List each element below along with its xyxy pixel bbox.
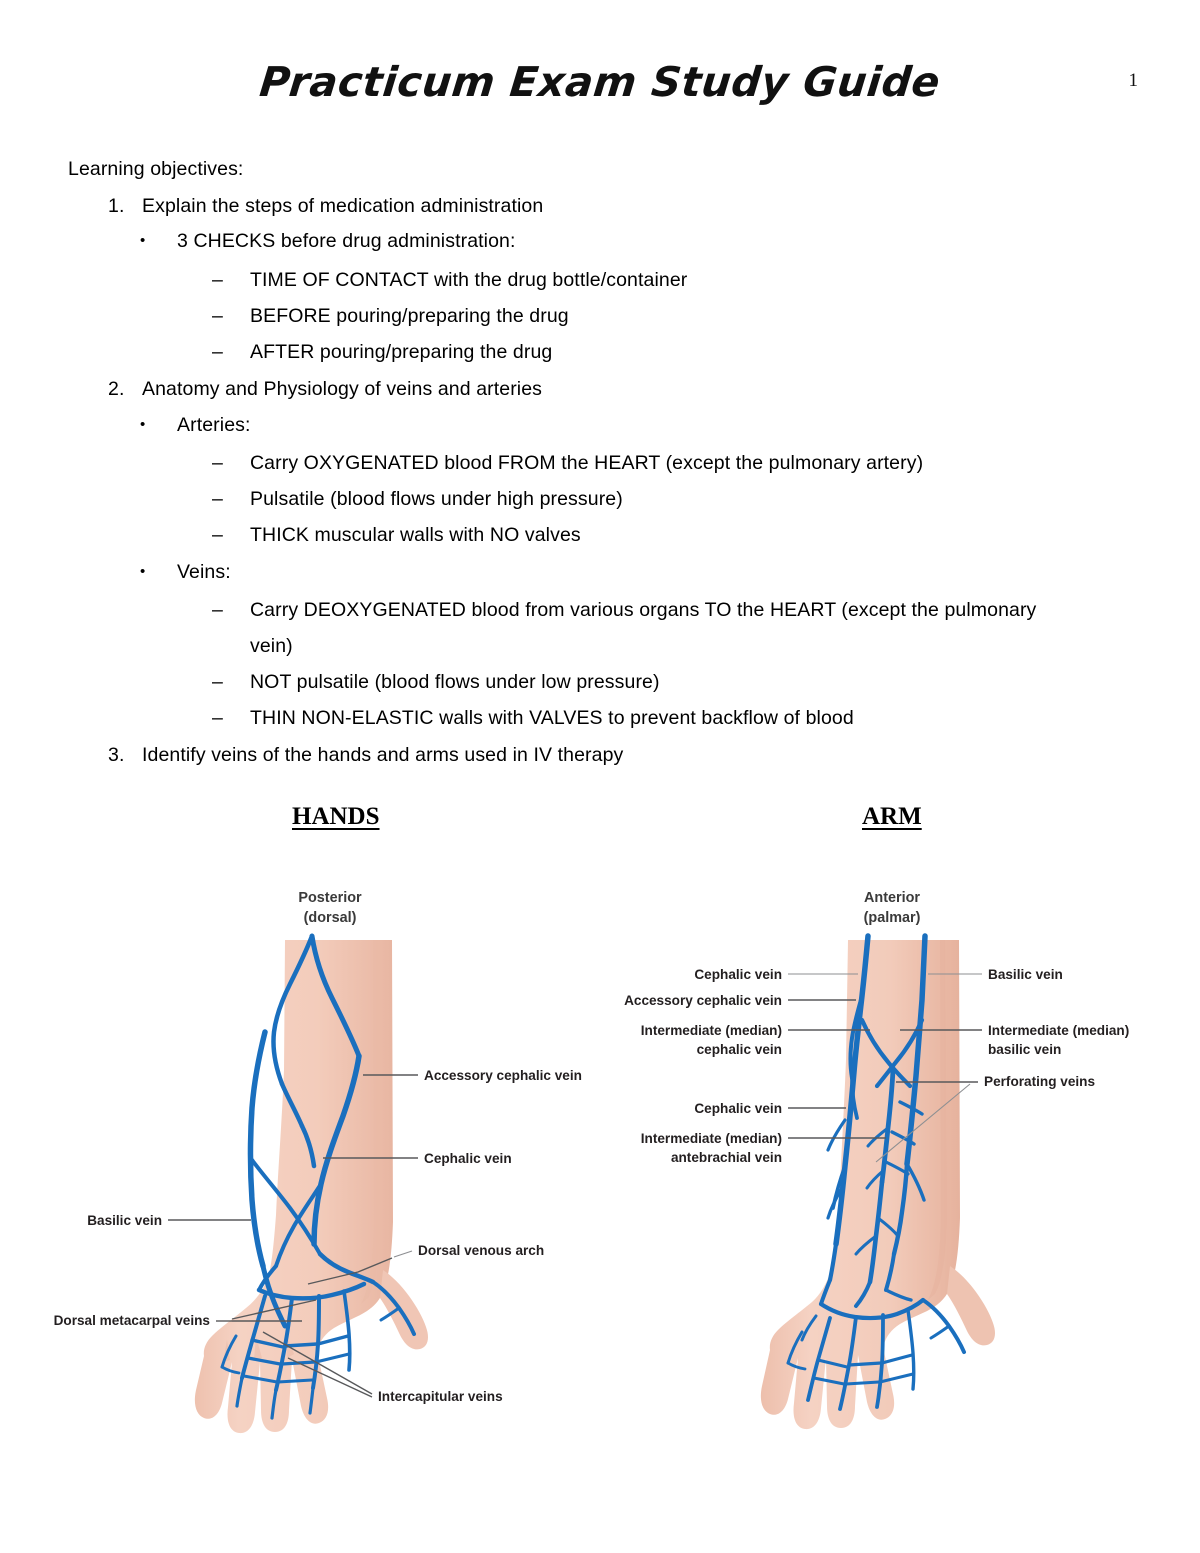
outline-text: AFTER pouring/preparing the drug [250,341,553,363]
label-intermediate-cephalic-line2: cephalic vein [697,1042,782,1057]
outline-item-1-1-3: – AFTER pouring/preparing the drug [212,341,552,364]
forearm-hand-shape [194,940,428,1434]
label-accessory-cephalic-vein: Accessory cephalic vein [424,1068,582,1083]
list-marker: – [212,341,223,363]
view-label-line2: (palmar) [864,910,921,926]
outline-text: THICK muscular walls with NO valves [250,524,581,546]
label-dorsal-venous-arch: Dorsal venous arch [418,1243,544,1258]
outline-text: BEFORE pouring/preparing the drug [250,305,569,327]
label-intercapitular-veins: Intercapitular veins [378,1389,503,1404]
label-accessory-cephalic-vein: Accessory cephalic vein [624,993,782,1008]
label-cephalic-vein-upper: Cephalic vein [694,967,782,982]
annotation-accessory-cephalic: Accessory cephalic vein [624,993,856,1008]
outline-text: 3 CHECKS before drug administration: [177,230,516,252]
label-dorsal-metacarpal-veins: Dorsal metacarpal veins [54,1313,210,1328]
diagram-hands-posterior: Posterior (dorsal) [20,870,640,1440]
outline-text: Arteries: [177,414,251,436]
vein-network [220,933,416,1420]
outline-text: Identify veins of the hands and arms use… [142,744,624,766]
annotation-intermediate-cephalic: Intermediate (median) cephalic vein [641,1023,870,1057]
outline-item-1-1-1: – TIME OF CONTACT with the drug bottle/co… [212,269,687,292]
label-intermediate-antebrachial-line1: Intermediate (median) [641,1131,782,1146]
list-marker: • [140,232,146,249]
list-marker: – [212,269,223,291]
annotation-cephalic-upper: Cephalic vein [694,967,858,982]
annotation-accessory-cephalic: Accessory cephalic vein [363,1068,582,1083]
diagram-arm-anterior: Anterior (palmar) [600,870,1200,1440]
list-marker: • [140,563,146,580]
outline-item-1-1-2: – BEFORE pouring/preparing the drug [212,305,569,328]
outline-item-2-2-1: – Carry DEOXYGENATED blood from various o… [212,599,1036,622]
annotation-intermediate-antebrachial: Intermediate (median) antebrachial vein [641,1131,886,1165]
list-marker: – [212,671,223,693]
outline-item-2-2-1-cont: vein) [250,635,293,657]
outline-item-1: 1. Explain the steps of medication admini… [108,195,543,218]
figure-heading-hands: HANDS [292,803,380,830]
list-marker: – [212,488,223,510]
list-marker: – [212,707,223,729]
view-label-line1: Posterior [298,890,362,906]
view-label-line2: (dorsal) [304,910,357,926]
annotation-perforating: Perforating veins [875,1074,1095,1163]
outline-text: NOT pulsatile (blood flows under low pre… [250,671,660,693]
annotation-basilic: Basilic vein [87,1213,251,1228]
label-basilic-vein: Basilic vein [988,967,1063,982]
list-marker: – [212,305,223,327]
list-marker: – [212,524,223,546]
outline-text: THIN NON-ELASTIC walls with VALVES to pr… [250,707,854,729]
view-label-line1: Anterior [864,890,920,906]
outline-text: Carry DEOXYGENATED blood from various or… [250,599,1037,621]
outline-item-2-2: • Veins: [140,561,231,584]
outline-item-2-2-2: – NOT pulsatile (blood flows under low pr… [212,671,660,694]
label-intermediate-basilic-line1: Intermediate (median) [988,1023,1129,1038]
outline-item-1-1: • 3 CHECKS before drug administration: [140,230,516,253]
forearm-hand-shape [760,940,995,1430]
outline-text: Anatomy and Physiology of veins and arte… [142,378,543,400]
annotation-dorsal-venous-arch: Dorsal venous arch [307,1243,544,1285]
list-marker: – [212,599,223,621]
outline-item-2: 2. Anatomy and Physiology of veins and ar… [108,378,542,401]
outline-text: Carry OXYGENATED blood FROM the HEART (e… [250,452,924,474]
intro-line: Learning objectives: [68,158,244,180]
list-marker: 3. [108,744,125,766]
list-marker: 2. [108,378,125,400]
outline-item-2-1-1: – Carry OXYGENATED blood FROM the HEART (… [212,452,923,475]
annotation-basilic: Basilic vein [928,967,1063,982]
vein-network [786,933,966,1411]
label-basilic-vein: Basilic vein [87,1213,162,1228]
label-intermediate-cephalic-line1: Intermediate (median) [641,1023,782,1038]
outline-text: Pulsatile (blood flows under high pressu… [250,488,623,510]
label-cephalic-vein: Cephalic vein [424,1151,512,1166]
outline-text: Veins: [177,561,231,583]
annotation-cephalic-lower: Cephalic vein [694,1101,846,1116]
list-marker: 1. [108,195,125,217]
list-marker: – [212,452,223,474]
annotation-dorsal-metacarpal: Dorsal metacarpal veins [54,1299,317,1328]
annotation-cephalic: Cephalic vein [323,1151,512,1166]
figure-heading-arm: ARM [862,803,922,830]
outline-text: TIME OF CONTACT with the drug bottle/con… [250,269,688,291]
outline-item-2-2-3: – THIN NON-ELASTIC walls with VALVES to p… [212,707,854,730]
outline-text: Explain the steps of medication administ… [142,195,544,217]
label-cephalic-vein-lower: Cephalic vein [694,1101,782,1116]
page-title: Practicum Exam Study Guide [257,58,943,106]
outline-item-3: 3. Identify veins of the hands and arms u… [108,744,623,767]
annotation-intercapitular: Intercapitular veins [262,1331,503,1404]
label-intermediate-antebrachial-line2: antebrachial vein [671,1150,782,1165]
label-perforating-veins: Perforating veins [984,1074,1095,1089]
outline-item-2-1-2: – Pulsatile (blood flows under high press… [212,488,623,511]
page-number: 1 [1128,70,1139,91]
label-intermediate-basilic-line2: basilic vein [988,1042,1061,1057]
outline-item-2-1: • Arteries: [140,414,251,437]
annotation-intermediate-basilic: Intermediate (median) basilic vein [900,1023,1129,1057]
list-marker: • [140,416,146,433]
outline-item-2-1-3: – THICK muscular walls with NO valves [212,524,581,547]
